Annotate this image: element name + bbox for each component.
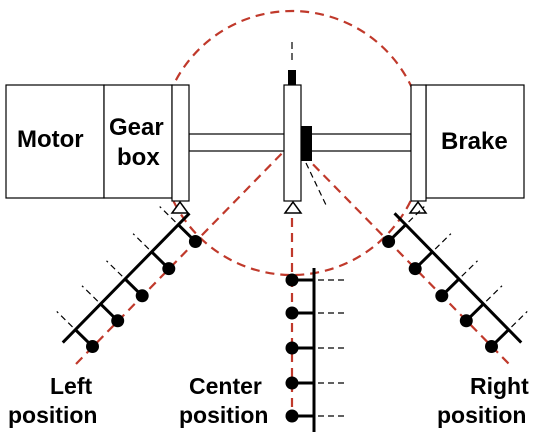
center-bearing-plate xyxy=(283,84,302,202)
sensor-pin-icon xyxy=(135,289,149,303)
right-bearing-plate xyxy=(410,84,427,202)
right-array-bar xyxy=(393,212,523,344)
left-sensor-axis xyxy=(159,206,176,223)
sensor-pin-icon xyxy=(408,262,422,276)
center-position-label-line1: Center xyxy=(189,373,262,399)
sensor-pin-icon xyxy=(285,273,299,287)
sensor-pin-icon xyxy=(285,409,299,423)
brake-label: Brake xyxy=(441,128,508,155)
support-triangle-icon xyxy=(170,200,190,214)
left-array-bar xyxy=(61,212,191,344)
sensor-pin-icon xyxy=(382,235,396,249)
sensor-pin-icon xyxy=(285,341,299,355)
motor-box xyxy=(5,84,105,199)
left-trajectory-line xyxy=(74,142,293,366)
left-sensor-axis xyxy=(81,285,99,302)
left-position-label-line2: position xyxy=(8,402,98,428)
left-sensor-axis xyxy=(106,260,123,277)
sensor-pin-icon xyxy=(86,339,99,353)
left-bearing-plate xyxy=(171,84,190,202)
support-triangle-icon xyxy=(283,200,303,214)
side-sensor-axis xyxy=(305,162,327,206)
right-sensor-axis xyxy=(461,260,478,277)
sensor-pin-icon xyxy=(188,235,202,249)
left-sensor-axis xyxy=(56,311,73,328)
center-position-label-line2: position xyxy=(179,402,269,428)
side-sensor-icon xyxy=(301,126,312,161)
right-sensor-axis xyxy=(485,285,503,302)
top-sensor-icon xyxy=(288,70,296,85)
gearbox-label-line2: box xyxy=(117,144,160,171)
right-sensor-axis xyxy=(434,233,452,250)
right-position-label-line1: Right xyxy=(470,373,529,399)
motor-label: Motor xyxy=(17,126,84,153)
right-sensor-axis xyxy=(511,311,528,328)
gearbox-box xyxy=(103,84,173,199)
sensor-pin-icon xyxy=(485,339,498,353)
sensor-pin-icon xyxy=(459,314,473,328)
sensor-pin-icon xyxy=(285,306,299,320)
gearbox-label-line1: Gear xyxy=(109,114,164,141)
right-sensor-axis xyxy=(408,206,425,223)
sensor-pin-icon xyxy=(162,262,176,276)
right-position-label-line2: position xyxy=(437,402,527,428)
sensor-arrays xyxy=(56,206,528,432)
sensor-pin-icon xyxy=(285,376,299,390)
right-trajectory-line xyxy=(291,142,511,366)
sensor-pin-icon xyxy=(111,314,125,328)
left-sensor-axis xyxy=(132,233,150,250)
sensor-pin-icon xyxy=(435,289,449,303)
left-position-label-line1: Left xyxy=(50,373,93,399)
